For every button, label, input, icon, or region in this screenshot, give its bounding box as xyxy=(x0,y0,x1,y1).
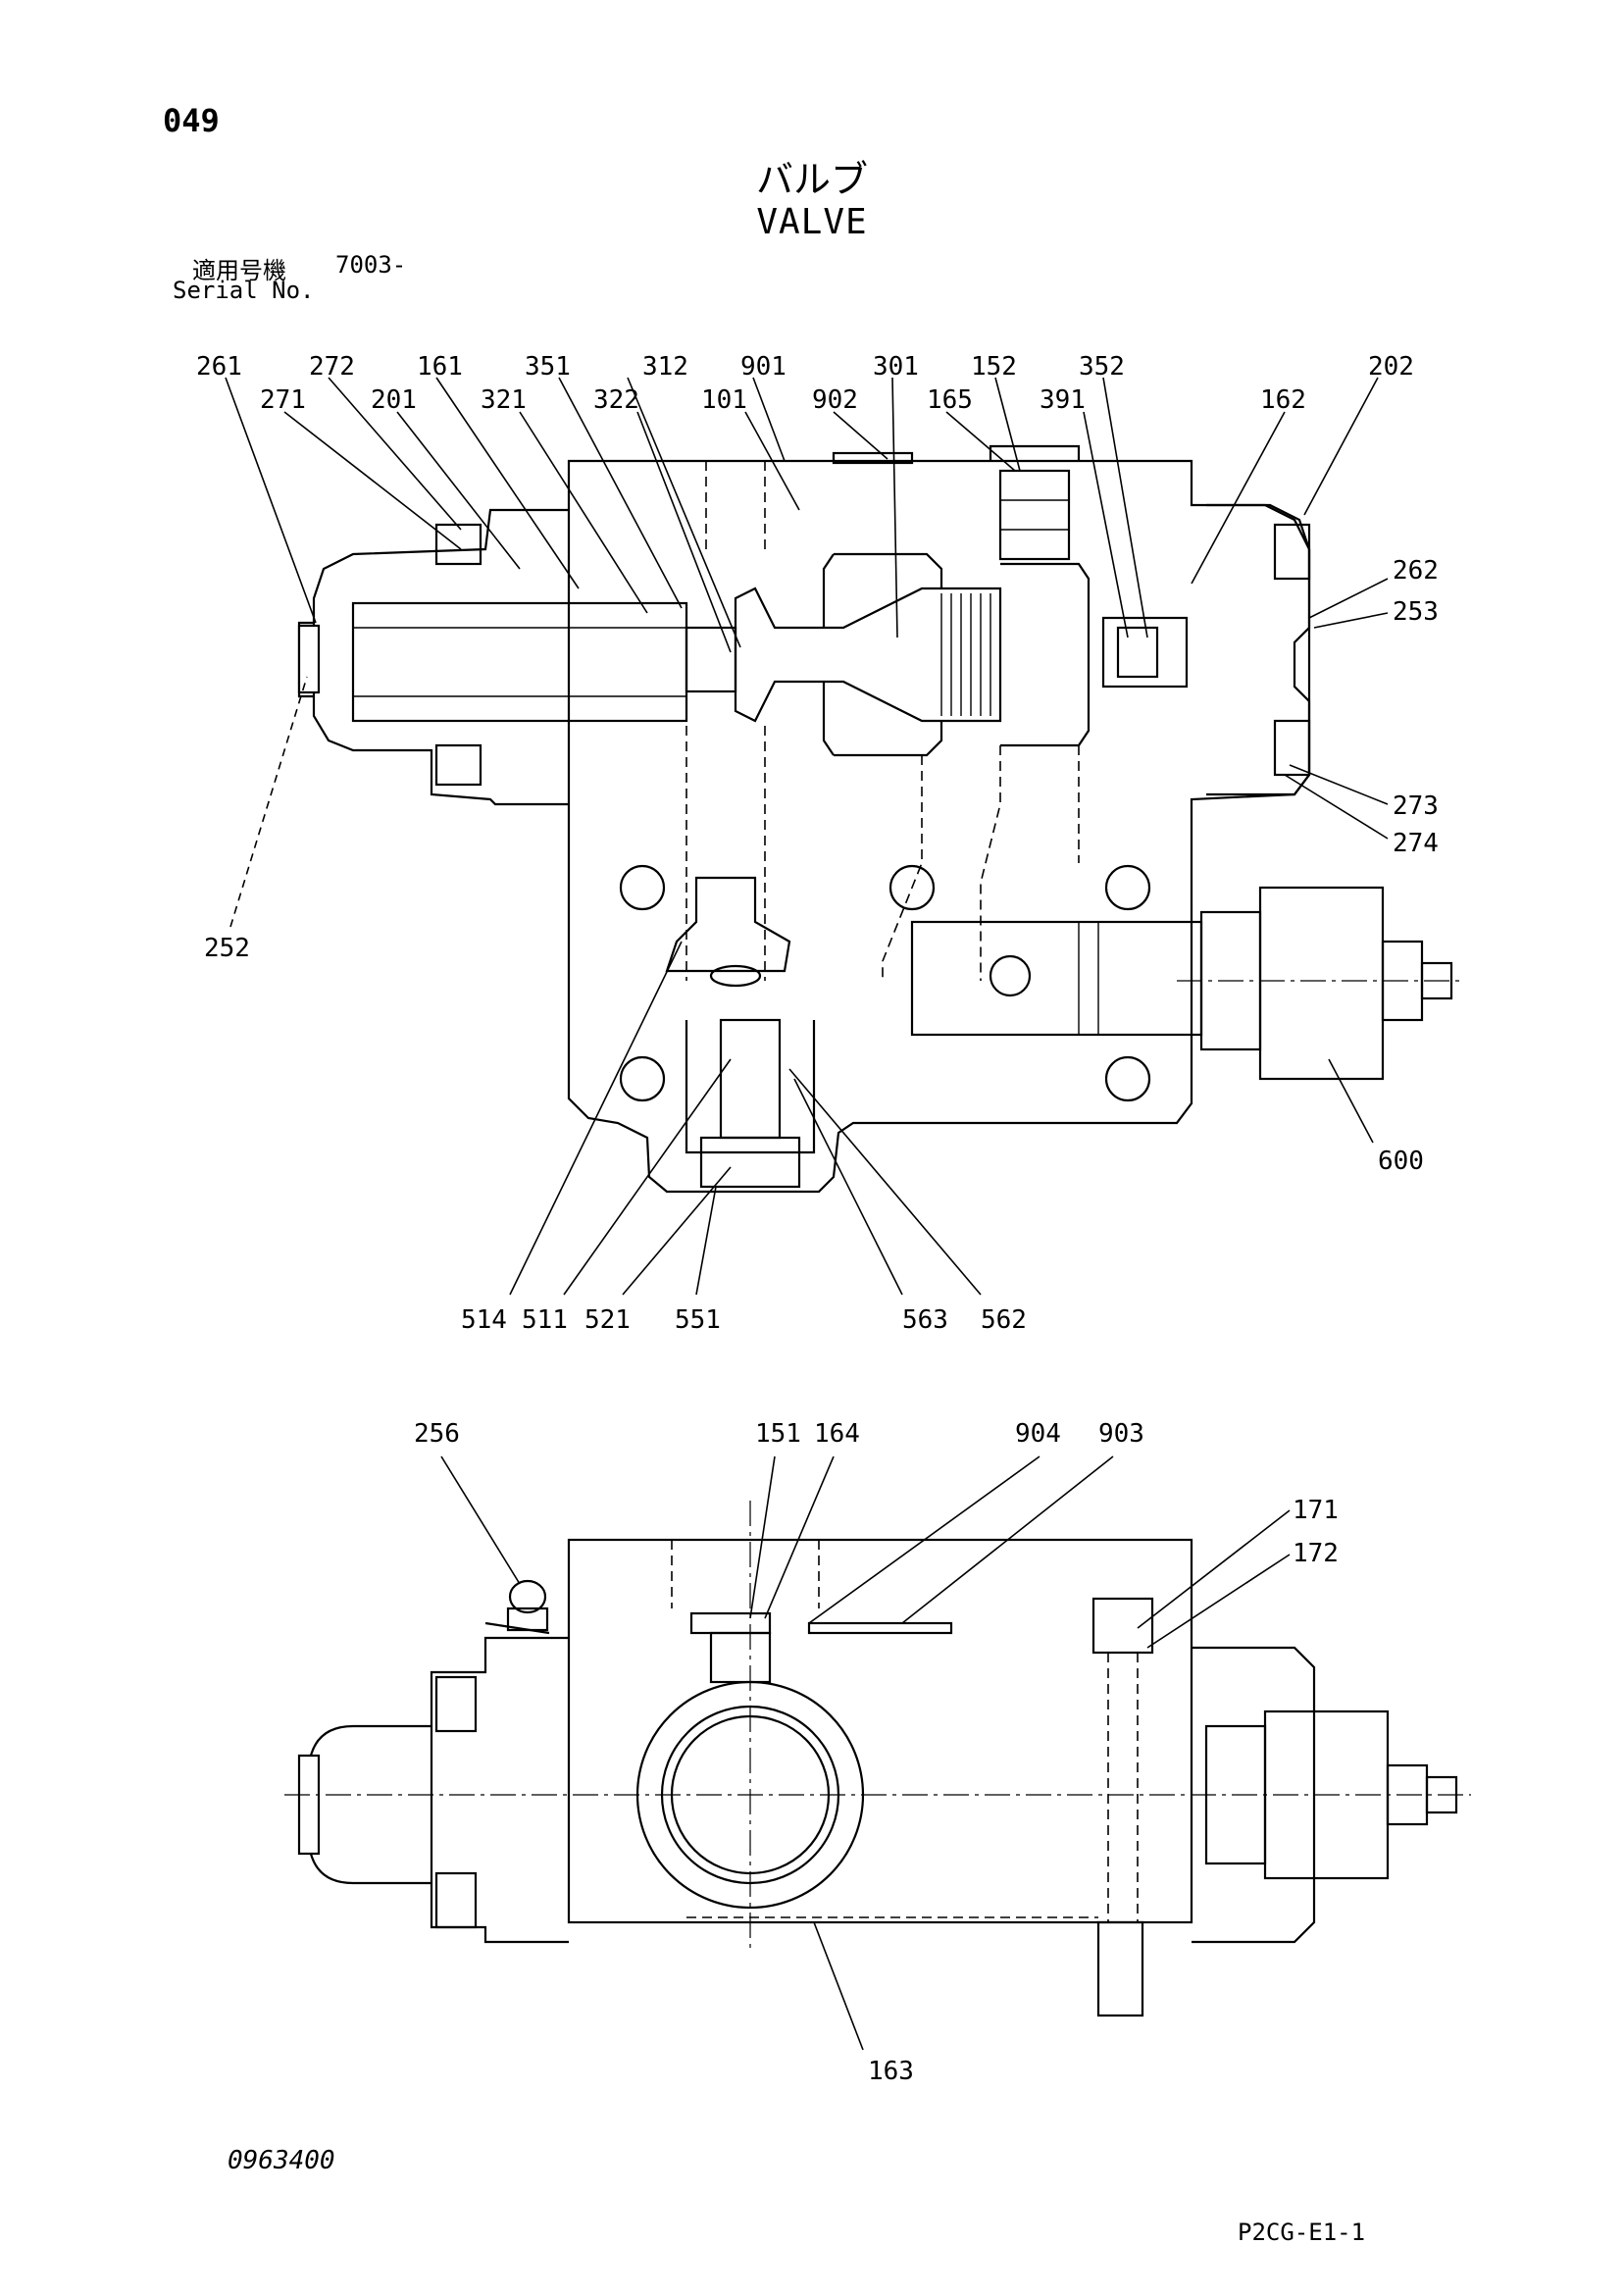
callout-511: 511 xyxy=(522,1305,568,1335)
callout-563: 563 xyxy=(902,1305,948,1335)
callout-514: 514 xyxy=(461,1305,507,1335)
callout-252: 252 xyxy=(204,934,250,963)
callout-901: 901 xyxy=(740,352,787,382)
callout-labels: 261 272 161 351 312 901 301 152 352 202 … xyxy=(196,352,1439,2086)
callout-351: 351 xyxy=(525,352,571,382)
callout-272: 272 xyxy=(309,352,355,382)
callout-904: 904 xyxy=(1015,1419,1061,1449)
callout-101: 101 xyxy=(701,385,747,415)
side-view xyxy=(284,1501,1471,2017)
callout-261: 261 xyxy=(196,352,242,382)
callout-162: 162 xyxy=(1260,385,1306,415)
callout-562: 562 xyxy=(981,1305,1027,1335)
drawing-number: 0963400 xyxy=(228,2146,335,2175)
callout-322: 322 xyxy=(593,385,639,415)
callout-903: 903 xyxy=(1098,1419,1144,1449)
callout-151: 151 xyxy=(755,1419,801,1449)
callout-152: 152 xyxy=(971,352,1017,382)
callout-262: 262 xyxy=(1393,556,1439,586)
serial-label-english: Serial No. xyxy=(173,277,315,304)
callout-163: 163 xyxy=(868,2057,914,2086)
callout-600: 600 xyxy=(1378,1147,1424,1176)
callout-352: 352 xyxy=(1079,352,1125,382)
callout-172: 172 xyxy=(1293,1539,1339,1568)
callout-321: 321 xyxy=(481,385,527,415)
callout-551: 551 xyxy=(675,1305,721,1335)
callout-165: 165 xyxy=(927,385,973,415)
callout-256: 256 xyxy=(414,1419,460,1449)
callout-202: 202 xyxy=(1368,352,1414,382)
callout-521: 521 xyxy=(584,1305,631,1335)
page-code: P2CG-E1-1 xyxy=(1238,2219,1366,2246)
callout-312: 312 xyxy=(642,352,688,382)
serial-value: 7003- xyxy=(335,251,407,279)
callout-164: 164 xyxy=(814,1419,860,1449)
callout-274: 274 xyxy=(1393,829,1439,858)
callout-902: 902 xyxy=(812,385,858,415)
callout-301: 301 xyxy=(873,352,919,382)
serial-label-japanese: 適用号機 xyxy=(192,257,286,284)
callout-391: 391 xyxy=(1040,385,1086,415)
callout-271: 271 xyxy=(260,385,306,415)
callout-171: 171 xyxy=(1293,1496,1339,1525)
title-japanese: バルブ xyxy=(755,158,868,201)
section-view xyxy=(297,444,1461,1194)
callout-201: 201 xyxy=(371,385,417,415)
callout-253: 253 xyxy=(1393,597,1439,627)
page-number: 049 xyxy=(163,102,220,139)
callout-161: 161 xyxy=(417,352,463,382)
title-english: VALVE xyxy=(756,202,868,242)
callout-273: 273 xyxy=(1393,791,1439,821)
callout-leaders xyxy=(225,377,1389,2051)
